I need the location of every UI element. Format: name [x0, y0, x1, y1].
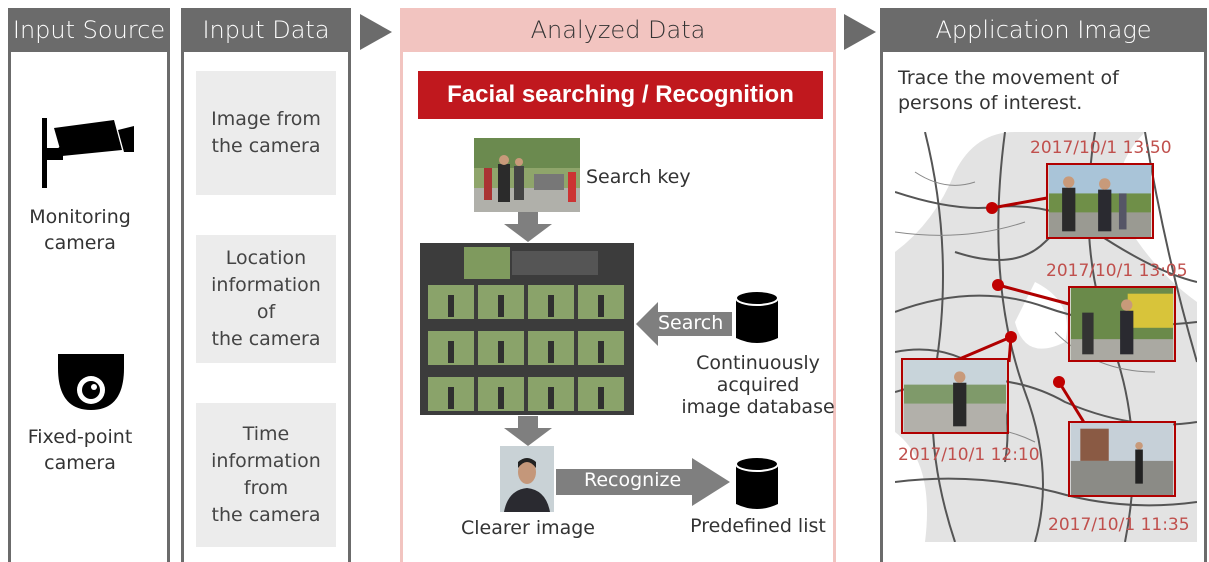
trace-photo-1210 [901, 358, 1009, 434]
timestamp-label: 2017/10/1 13:50 [1030, 138, 1172, 158]
input-data-location: Location information of the camera [196, 235, 336, 363]
timestamp-label: 2017/10/1 13:05 [1046, 261, 1188, 281]
predefined-list-label: Predefined list [690, 515, 826, 537]
trace-photo-1350 [1046, 163, 1154, 239]
input-data-image: Image from the camera [196, 71, 336, 195]
search-key-photo [474, 138, 580, 212]
search-arrow-label: Search [658, 312, 724, 334]
flow-arrow-icon [360, 14, 392, 50]
monitoring-camera-label: Monitoring camera [29, 206, 131, 254]
fixed-point-camera-label: Fixed-point camera [27, 426, 133, 474]
down-arrow-icon [504, 212, 552, 242]
trace-photo-1135 [1068, 421, 1176, 497]
application-description: Trace the movement of persons of interes… [898, 67, 1119, 114]
input-data-header: Input Data [184, 8, 348, 52]
monitoring-camera-icon [42, 118, 134, 188]
input-source-column: Input Source [8, 8, 170, 562]
search-results-grid [428, 247, 624, 411]
clearer-image-label: Clearer image [461, 517, 595, 539]
facial-recognition-banner: Facial searching / Recognition [418, 71, 823, 119]
input-data-time: Time information from the camera [196, 403, 336, 547]
search-arrow-icon [636, 302, 732, 346]
flow-arrow-icon [844, 14, 876, 50]
down-arrow-icon [504, 416, 552, 446]
timestamp-label: 2017/10/1 11:35 [1048, 515, 1190, 535]
recognize-arrow-icon [556, 458, 730, 506]
analyzed-data-header: Analyzed Data [403, 8, 833, 52]
trace-photo-1305 [1068, 286, 1176, 362]
database-icon [735, 456, 779, 509]
recognize-arrow-label: Recognize [584, 469, 682, 491]
timestamp-label: 2017/10/1 12:10 [898, 445, 1040, 465]
dome-camera-icon [58, 354, 124, 410]
application-image-header: Application Image [883, 8, 1204, 52]
search-results-screen [420, 243, 634, 415]
search-key-label: Search key [586, 166, 691, 188]
banner-text: Facial searching / Recognition [447, 81, 794, 108]
image-database-label: Continuously acquired image database [681, 352, 835, 418]
input-source-header: Input Source [11, 8, 167, 52]
clearer-image-photo [500, 446, 554, 512]
database-icon [735, 290, 779, 343]
